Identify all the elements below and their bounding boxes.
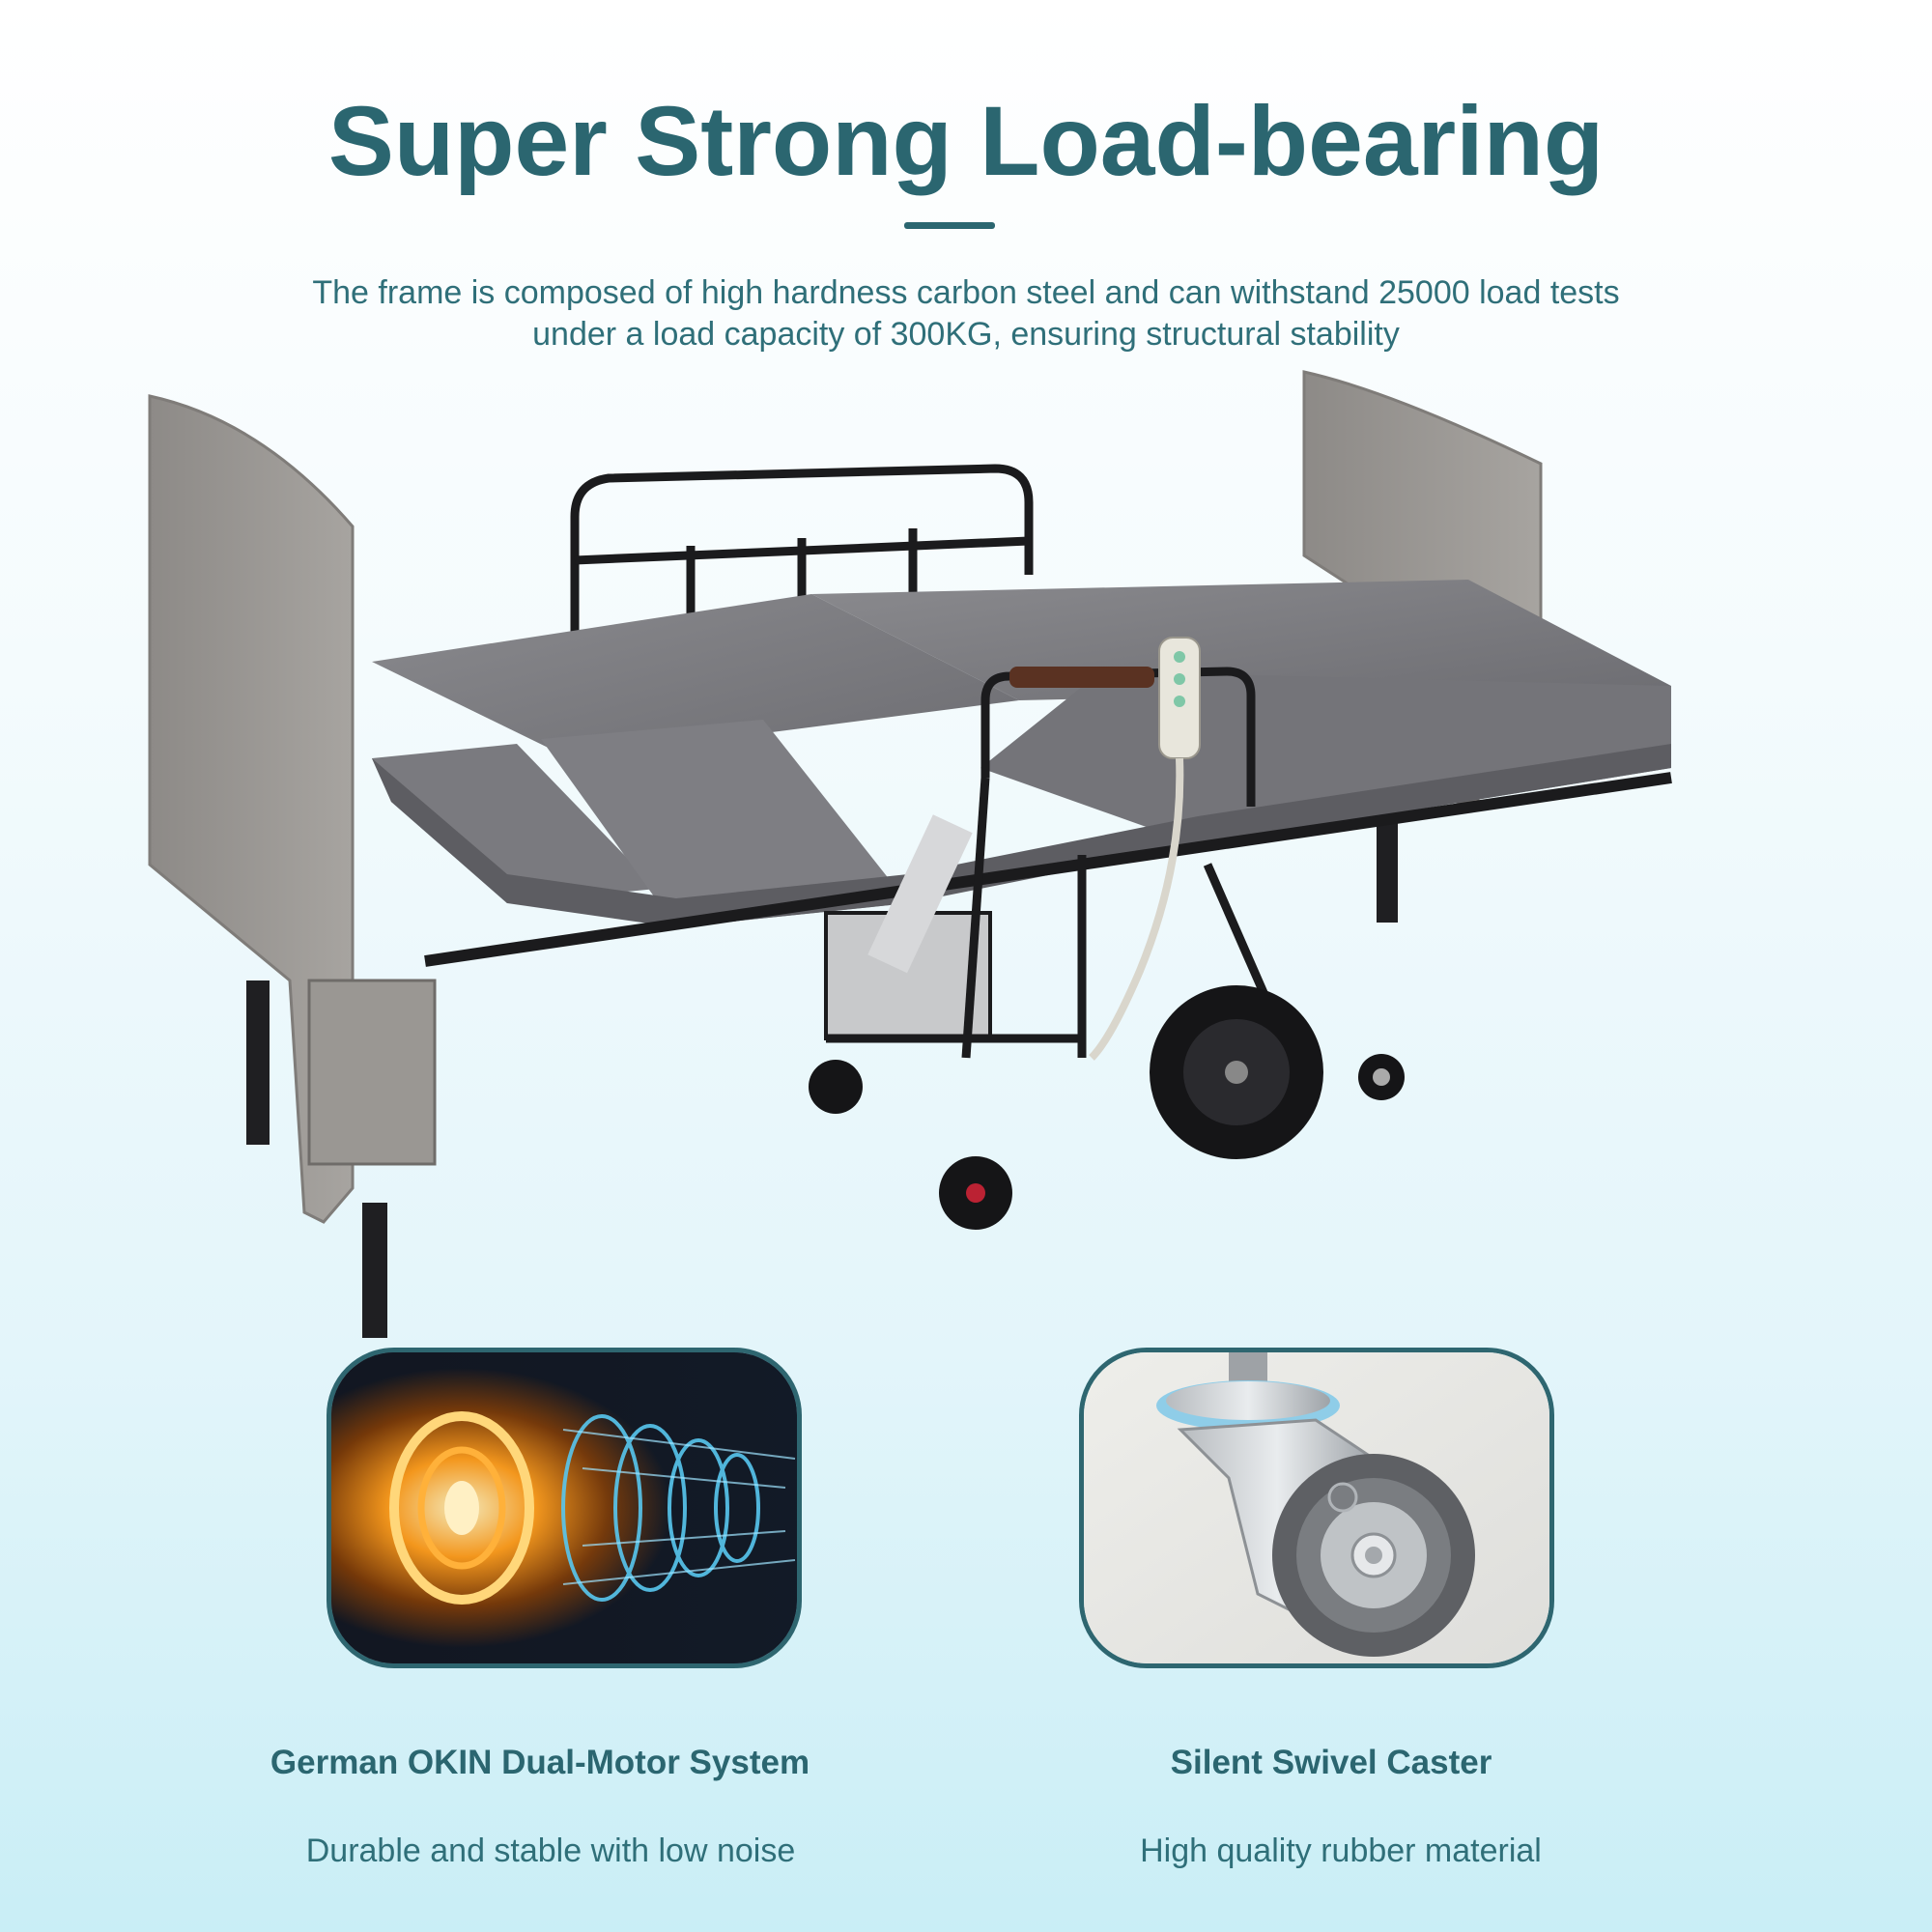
feature-description-motor: Durable and stable with low noise [305,1833,796,1869]
small-wheel [809,1060,863,1114]
near-headboard [148,394,355,1224]
actuator [867,814,973,974]
motor-icon [331,1352,797,1663]
motor-feature-image [327,1348,802,1668]
page-title: Super Strong Load-bearing [327,86,1605,196]
near-leg-back [246,980,270,1145]
mattress-foot-segment [372,744,657,903]
wheelchair-handle [1009,667,1154,688]
subtitle-line-1: The frame is composed of high hardness c… [312,274,1620,311]
remote-cord [1089,757,1184,1061]
near-headboard-panel [307,979,437,1166]
page-subtitle: The frame is composed of high hardness c… [193,272,1739,355]
mattress-mid-segment [541,720,908,927]
title-divider [904,222,995,229]
caster-feature-image [1079,1348,1554,1668]
nursing-bed-image [148,370,1672,1338]
feature-description-caster: High quality rubber material [1140,1833,1542,1869]
subtitle-line-2: under a load capacity of 300KG, ensuring… [532,316,1400,353]
bed-frame [424,772,1672,967]
mattress-front-segment [372,594,1019,758]
near-leg-front [362,1203,387,1338]
feature-title-caster: Silent Swivel Caster [1170,1744,1492,1781]
back-side-rail [570,464,1034,633]
mattress-head-segment [980,671,1671,845]
feature-title-motor: German OKIN Dual-Motor System [270,1744,810,1781]
caster-icon [1084,1352,1549,1663]
